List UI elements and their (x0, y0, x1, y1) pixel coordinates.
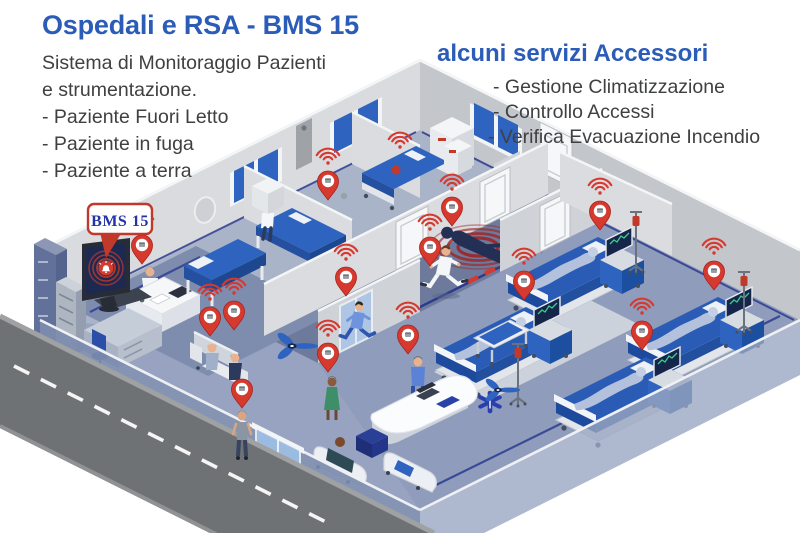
corridor-door (479, 166, 511, 229)
service-item: - Controllo Accessi (493, 101, 655, 123)
visitor-sitting (229, 352, 242, 380)
papers (149, 293, 171, 305)
laptop (416, 382, 436, 393)
hospital-bed (362, 146, 448, 211)
patient-running-away (419, 245, 469, 299)
bms-callout: BMS 15 (86, 202, 154, 258)
gurney (472, 319, 532, 366)
reception-desk (370, 374, 478, 445)
reception-area (190, 319, 532, 493)
visitor-walking-away (231, 410, 253, 460)
bms-callout-label: BMS 15 (91, 213, 149, 230)
nurse-running (338, 301, 377, 340)
corridor-upper-wall (263, 140, 549, 336)
services-list: - Gestione Climatizzazione - Controllo A… (437, 75, 760, 150)
intro-description: Sistema di Monitoraggio Pazienti e strum… (42, 50, 359, 185)
partition-wall (559, 150, 673, 256)
alert-sensor-ball (391, 165, 401, 175)
wall-mirror (193, 196, 217, 224)
visitor-sitting-back (326, 437, 354, 473)
road (0, 313, 436, 533)
alert-monitor (82, 238, 130, 312)
corridor-door (395, 205, 429, 271)
woman-standing (324, 376, 340, 420)
road-center-line (13, 364, 337, 529)
blue-folder (436, 396, 460, 408)
bedside-cabinet (252, 178, 284, 214)
icu-wing (433, 150, 765, 449)
ventilator-cart (444, 139, 472, 175)
description-line: e strumentazione. (42, 79, 198, 101)
service-item: - Verifica Evacuazione Incendio (488, 126, 761, 148)
service-item: - Gestione Climatizzazione (493, 76, 725, 98)
intro-text-block: Ospedali e RSA - BMS 15 Sistema di Monit… (42, 10, 359, 185)
feature-item: - Paziente a terra (42, 160, 192, 182)
feature-item: - Paziente Fuori Letto (42, 106, 229, 128)
description-line: Sistema di Monitoraggio Pazienti (42, 52, 326, 74)
services-title: alcuni servizi Accessori (437, 40, 709, 67)
shower-panel (296, 118, 312, 170)
sensor-ball (340, 192, 348, 200)
alarm-bell-icon (99, 261, 113, 274)
page-title: Ospedali e RSA - BMS 15 (42, 10, 359, 40)
sofa-cushion (394, 460, 414, 477)
feature-item: - Paziente in fuga (42, 133, 194, 155)
side-table (356, 428, 388, 458)
window (470, 103, 522, 163)
waiting-sofa (383, 452, 437, 493)
services-text-block: alcuni servizi Accessori - Gestione Clim… (437, 40, 760, 150)
corridor (263, 140, 603, 363)
laptop (168, 286, 192, 298)
visitor-sitting (206, 342, 219, 370)
